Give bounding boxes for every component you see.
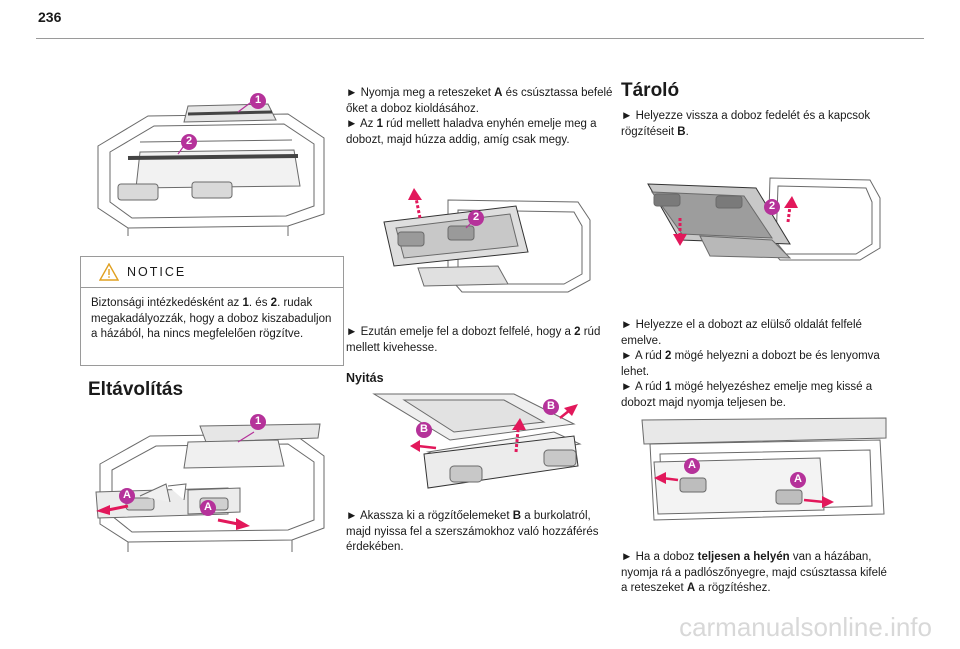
callout-b-marker [543,399,559,415]
removal-steps-1-2: ► Nyomja meg a reteszeket A és csúsztass… [346,86,614,148]
figure-lift-box: 2 [378,180,598,300]
callout-a-marker [119,488,135,504]
callout-2-label: 2 [768,200,776,212]
storage-step-2: ► Helyezze el a dobozt az elülső oldalát… [621,319,862,347]
callout-a-label: A [794,473,802,485]
storage-heading: Tároló [621,80,680,101]
callout-b-marker [416,422,432,438]
watermark: carmanualsonline.info [679,612,932,642]
removal-step-1: ► Nyomja meg a reteszeket A és csúsztass… [346,87,613,115]
storage-step-1: ► Helyezze vissza a doboz fedelét és a k… [621,110,871,138]
figure-housing-bars: 1 2 [88,86,336,246]
removal-step-3: ► Ezután emelje fel a dobozt felfelé, ho… [346,326,601,354]
callout-2-label: 2 [185,135,193,147]
callout-a-marker [790,472,806,488]
storage-steps-2-4: ► Helyezze el a dobozt az elülső oldalát… [621,318,893,411]
callout-2-marker [764,199,780,215]
callout-b-label: B [547,400,555,412]
removal-heading: Eltávolítás [88,379,184,400]
callout-1-marker [250,414,266,430]
callout-a-marker [200,500,216,516]
header-divider [36,38,924,39]
notice-header: NOTICE [81,257,343,288]
callout-1-label: 1 [254,415,262,427]
opening-step: ► Akassza ki a rögzítőelemeket B a burko… [346,510,599,553]
callout-a-label: A [688,459,696,471]
callout-1-label: 1 [254,94,262,106]
callout-2-marker [181,134,197,150]
opening-heading: Nyitás [346,371,384,385]
storage-step-3: ► A rúd 2 mögé helyezni a dobozt be és l… [621,350,880,378]
callout-2-marker [468,210,484,226]
removal-step-2: ► Az 1 rúd mellett haladva enyhén emelje… [346,118,597,146]
notice-title: NOTICE [127,265,187,279]
notice-text: Biztonsági intézkedésként az 1. és 2. ru… [91,297,332,340]
figure-lock-latches: A A [640,414,888,534]
storage-step-5: ► Ha a doboz teljesen a helyén van a ház… [621,551,887,594]
callout-1-marker [250,93,266,109]
callout-2-label: 2 [472,211,480,223]
figure-opening-fasteners: B B [364,392,594,496]
callout-b-label: B [420,423,428,435]
callout-a-marker [684,458,700,474]
page-number: 236 [38,9,62,25]
figure-removal-latches: 1 A A [88,412,336,562]
callout-a-label: A [123,489,131,501]
notice-box: NOTICE Biztonsági intézkedésként az 1. é… [80,256,344,366]
callout-a-label: A [204,501,212,513]
figure-store-box: 2 [640,170,888,270]
storage-step-4: ► A rúd 1 mögé helyezéshez emelje meg ki… [621,381,873,409]
warning-icon [99,263,119,281]
